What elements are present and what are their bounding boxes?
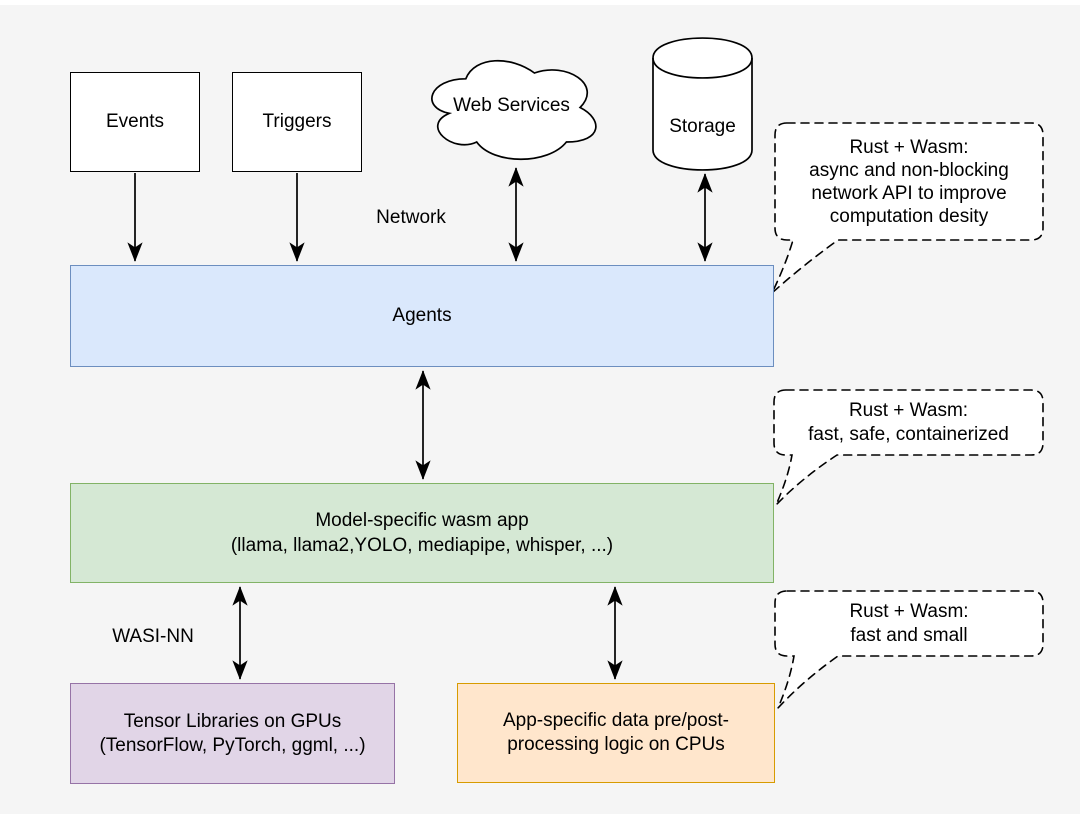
web-services-cloud-shape [431,59,597,160]
events-box: Events [70,72,200,172]
callout-applogic-line1: Rust + Wasm: [849,600,969,622]
wasi-nn-label: WASI-NN [112,626,194,647]
callout-network-line4: computation desity [829,205,989,227]
callout-applogic-line2: fast and small [850,624,968,646]
callout-bubble-wasmapp [773,389,1044,506]
tensor-libraries-box: Tensor Libraries on GPUs (TensorFlow, Py… [70,683,395,784]
agents-label: Agents [392,305,452,326]
tensor-libraries-label-line2: (TensorFlow, PyTorch, ggml, ...) [99,734,366,756]
network-label: Network [376,207,446,228]
callout-wasmapp-line1: Rust + Wasm: [848,399,969,421]
storage-label: Storage [669,116,736,137]
web-services-label: Web Services [453,95,570,116]
app-logic-label-line2: processing logic on CPUs [507,734,725,755]
callout-bubble-applogic [774,590,1044,709]
triggers-label: Triggers [262,111,332,132]
storage-cylinder-rim [652,57,753,79]
app-logic-box: App-specific data pre/post- processing l… [457,683,775,783]
callout-applogic-text: Rust + Wasm: fast and small [775,591,1043,656]
app-logic-label-line1: App-specific data pre/post- [502,710,729,731]
triggers-box: Triggers [232,72,362,172]
callout-network-text: Rust + Wasm: async and non-blocking netw… [775,123,1043,240]
callout-wasmapp-line2: fast, safe, containerized [808,423,1009,445]
callout-network-line2: async and non-blocking [809,159,1009,181]
events-label: Events [105,111,165,132]
callout-wasmapp-text: Rust + Wasm: fast, safe, containerized [774,390,1043,455]
wasm-app-label-line2: (llama, llama2,YOLO, mediapipe, whisper,… [230,535,614,556]
agents-bar: Agents [70,265,774,367]
storage-cylinder-shape [652,37,753,171]
callout-network-line3: network API to improve [811,182,1007,204]
wasm-app-label-line1: Model-specific wasm app [315,510,529,531]
wasm-app-bar: Model-specific wasm app (llama, llama2,Y… [70,483,774,583]
callout-bubble-network [771,122,1044,294]
callout-network-line1: Rust + Wasm: [849,136,969,158]
tensor-libraries-label-line1: Tensor Libraries on GPUs [123,710,342,732]
